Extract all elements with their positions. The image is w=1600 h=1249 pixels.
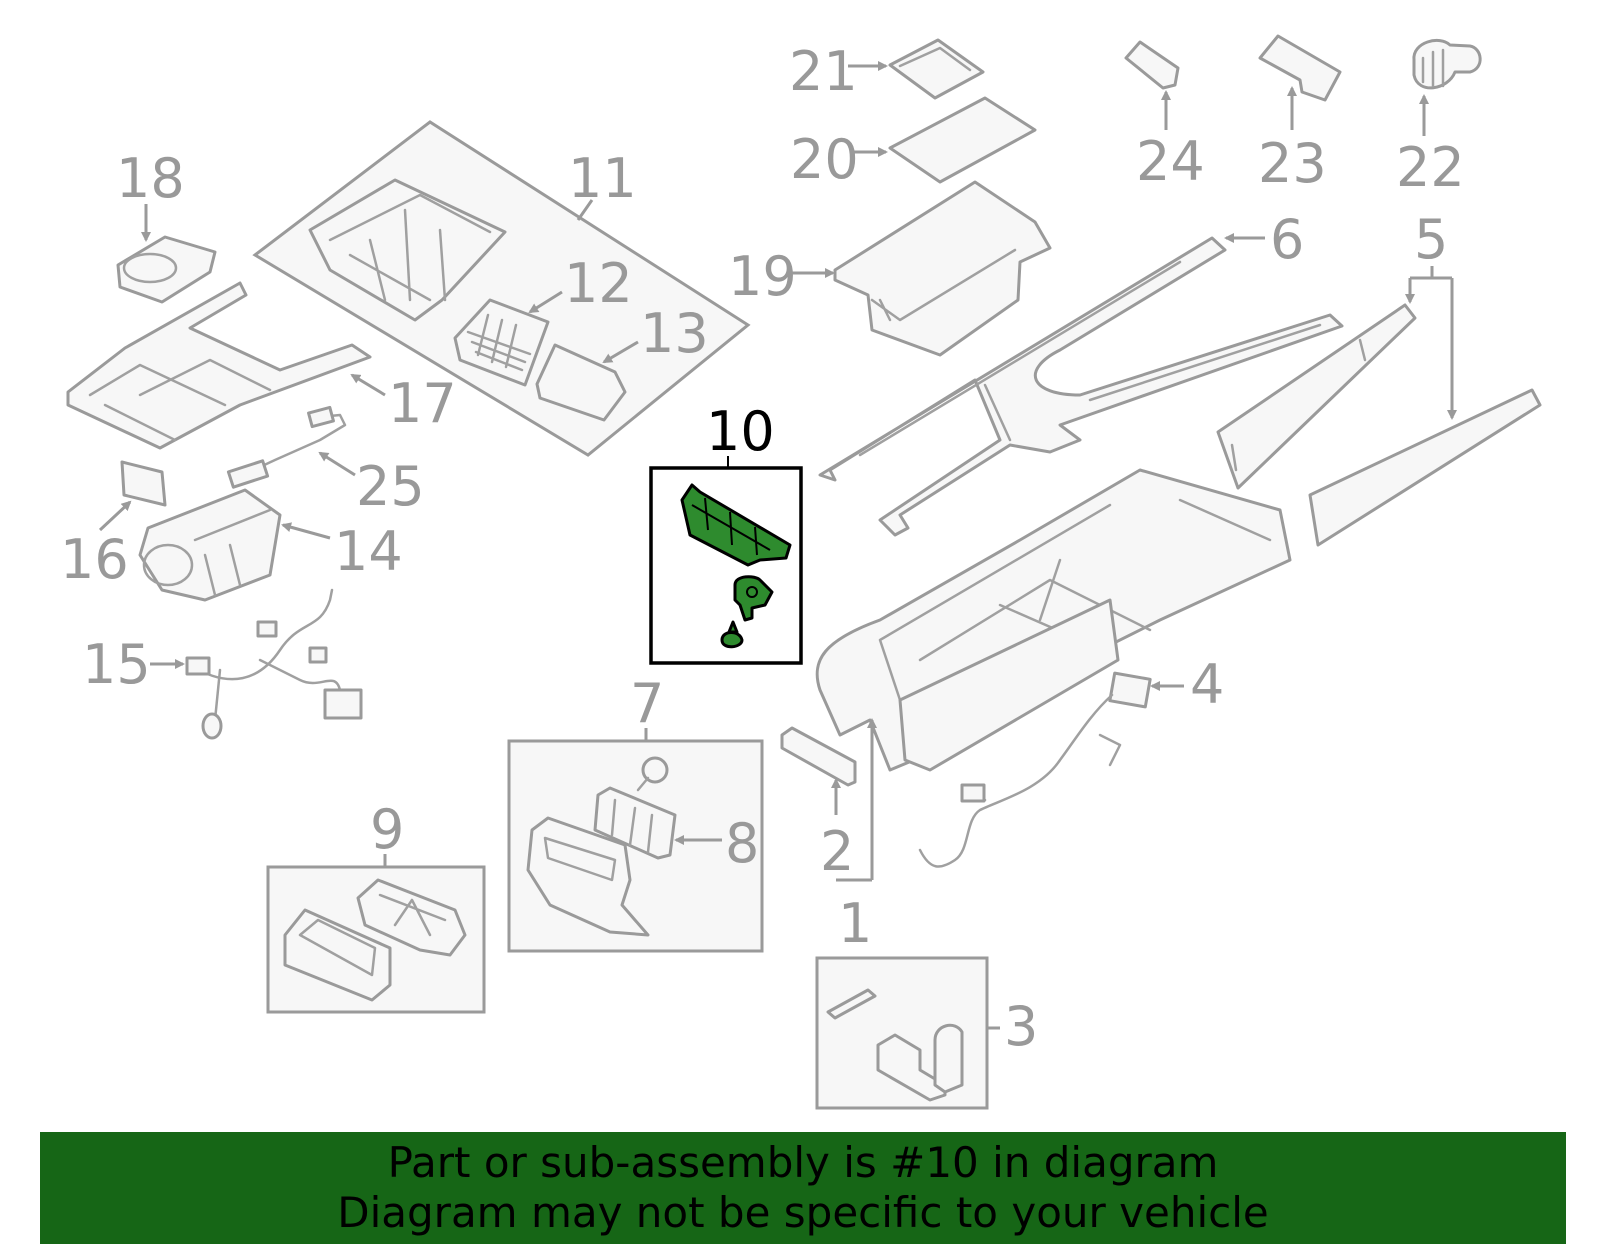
svg-text:6: 6 [1270,208,1304,271]
callout-16: 16 [60,500,132,591]
banner-line-2: Diagram may not be specific to your vehi… [337,1188,1269,1237]
banner-line-1: Part or sub-assembly is #10 in diagram [387,1138,1219,1187]
callout-18: 18 [116,147,185,242]
svg-text:21: 21 [789,40,858,103]
svg-text:2: 2 [820,820,854,883]
svg-text:17: 17 [388,372,457,435]
svg-text:15: 15 [82,633,151,696]
part-7-assembly[interactable] [507,739,764,953]
callout-4: 4 [1150,653,1224,716]
part-23[interactable] [1258,34,1342,102]
svg-text:19: 19 [728,245,797,308]
svg-text:20: 20 [790,128,859,191]
svg-text:8: 8 [725,812,759,875]
part-5[interactable] [1216,303,1542,547]
callout-17: 17 [350,372,457,435]
part-20[interactable] [888,96,1037,184]
callout-6: 6 [1224,208,1304,271]
svg-text:10: 10 [706,400,775,463]
part-14[interactable] [138,488,282,602]
svg-text:24: 24 [1136,130,1205,193]
callout-25: 25 [318,451,425,518]
callout-14: 14 [281,520,403,583]
svg-text:18: 18 [116,147,185,210]
svg-text:13: 13 [640,302,709,365]
svg-text:25: 25 [356,455,425,518]
part-3-assembly[interactable] [815,956,989,1110]
svg-text:7: 7 [630,672,664,735]
part-15[interactable] [185,588,363,740]
part-9-assembly[interactable] [266,865,486,1014]
disclaimer-banner: Part or sub-assembly is #10 in diagram D… [40,1132,1566,1244]
part-10-clip[interactable] [720,631,744,649]
part-10-bracket[interactable] [733,575,774,622]
part-17[interactable] [66,281,372,450]
svg-text:22: 22 [1396,136,1465,199]
part-22[interactable] [1412,39,1482,90]
callout-23: 23 [1258,86,1327,195]
part-19[interactable] [833,180,1052,357]
svg-text:16: 16 [60,528,129,591]
callout-20: 20 [790,128,888,191]
part-11-assembly[interactable] [252,120,751,457]
svg-text:4: 4 [1190,653,1224,716]
callout-2: 2 [820,778,854,883]
svg-text:23: 23 [1258,132,1327,195]
part-10-assembly[interactable] [649,466,803,665]
callout-9: 9 [370,798,404,867]
callout-12: 12 [528,252,633,315]
callout-24: 24 [1136,90,1205,193]
callout-8: 8 [674,812,759,875]
part-24[interactable] [1124,40,1180,90]
svg-text:11: 11 [568,147,637,210]
part-6[interactable] [818,236,1344,537]
part-25[interactable] [226,405,347,489]
part-16[interactable] [120,460,167,507]
callout-10: 10 [706,400,775,468]
callout-15: 15 [82,633,185,696]
callout-19: 19 [728,245,835,308]
callout-13: 13 [602,302,709,365]
callout-11: 11 [568,147,637,221]
svg-text:3: 3 [1004,995,1038,1058]
svg-text:12: 12 [564,252,633,315]
part-2[interactable] [780,726,857,787]
callout-22: 22 [1396,94,1465,199]
callout-1: 1 [836,718,877,955]
part-1[interactable] [815,468,1292,772]
svg-text:14: 14 [334,520,403,583]
part-4[interactable] [918,671,1152,868]
callout-5: 5 [1405,208,1457,420]
part-21[interactable] [888,38,985,100]
callout-3: 3 [988,995,1038,1058]
callout-7: 7 [630,672,664,741]
part-18[interactable] [116,235,217,304]
svg-text:1: 1 [838,892,872,955]
svg-text:9: 9 [370,798,404,861]
svg-text:5: 5 [1414,208,1448,271]
callout-21: 21 [789,40,888,103]
